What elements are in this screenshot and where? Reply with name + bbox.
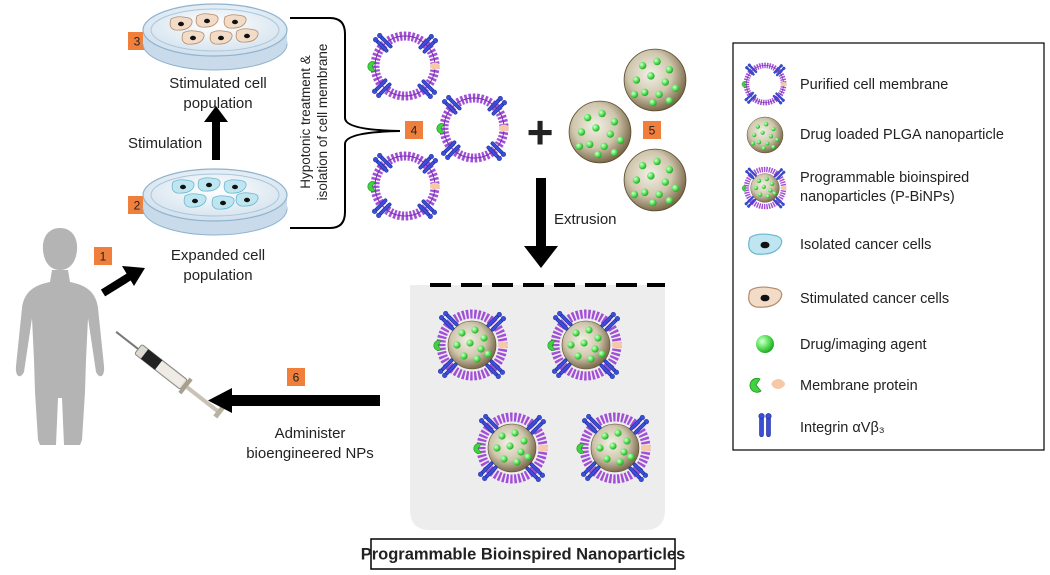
svg-text:4: 4 bbox=[411, 124, 418, 138]
legend-label-membrane: Purified cell membrane bbox=[800, 77, 948, 93]
plga-nanoparticle-icon bbox=[747, 117, 783, 153]
syringe-icon bbox=[115, 331, 225, 419]
legend-label-drug: Drug/imaging agent bbox=[800, 337, 927, 353]
stimulation-label: Stimulation bbox=[128, 135, 202, 152]
arrow-stimulation bbox=[204, 106, 228, 160]
svg-text:5: 5 bbox=[649, 124, 656, 138]
membrane-protein-icon bbox=[749, 377, 785, 393]
hypotonic-label-1: Hypotonic treatment & bbox=[298, 55, 313, 189]
arrow-extrusion bbox=[524, 178, 558, 268]
legend-label-integrin: Integrin αVβ₃ bbox=[800, 420, 885, 436]
step-5-badge: 5 bbox=[643, 121, 661, 139]
expanded-label-2: population bbox=[183, 267, 252, 284]
svg-text:Programmable Bioinspired Nanop: Programmable Bioinspired Nanoparticles bbox=[361, 546, 686, 564]
svg-text:2: 2 bbox=[134, 199, 141, 213]
legend-label-isolated: Isolated cancer cells bbox=[800, 237, 931, 253]
step-1-badge: 1 bbox=[94, 247, 112, 265]
stimulated-label-2: population bbox=[183, 95, 252, 112]
step-6-badge: 6 bbox=[287, 368, 305, 386]
svg-text:1: 1 bbox=[100, 250, 107, 264]
step-3-badge: 3 bbox=[128, 32, 146, 50]
svg-text:3: 3 bbox=[134, 35, 141, 49]
stimulated-cell-dish bbox=[142, 3, 288, 71]
expanded-cell-dish bbox=[142, 168, 288, 236]
administer-label-1: Administer bbox=[275, 425, 346, 442]
arrow-to-expanded bbox=[100, 266, 145, 297]
svg-text:6: 6 bbox=[293, 371, 300, 385]
legend-label-stimulated: Stimulated cancer cells bbox=[800, 291, 949, 307]
hypotonic-label-2: isolation of cell membrane bbox=[315, 44, 330, 201]
step-2-badge: 2 bbox=[128, 196, 146, 214]
p-binp-panel bbox=[410, 283, 665, 530]
legend: Purified cell membrane Drug loaded PLGA … bbox=[732, 42, 1045, 451]
figure-title: Programmable Bioinspired Nanoparticles bbox=[361, 538, 686, 570]
plga-nanoparticles bbox=[569, 49, 686, 211]
human-figure-icon bbox=[15, 228, 105, 445]
legend-label-plga: Drug loaded PLGA nanoparticle bbox=[800, 127, 1004, 143]
administer-label-2: bioengineered NPs bbox=[246, 445, 374, 462]
legend-label-binp-1: Programmable bioinspired bbox=[800, 170, 969, 186]
stimulated-label-1: Stimulated cell bbox=[169, 75, 267, 92]
arrow-administer bbox=[208, 388, 380, 413]
bracket bbox=[290, 17, 401, 229]
plus-sign: + bbox=[527, 106, 554, 158]
legend-label-protein: Membrane protein bbox=[800, 378, 918, 394]
step-4-badge: 4 bbox=[405, 121, 423, 139]
purified-membrane-vesicles bbox=[368, 32, 509, 219]
expanded-label-1: Expanded cell bbox=[171, 247, 265, 264]
drug-agent-icon bbox=[756, 335, 774, 353]
extrusion-label: Extrusion bbox=[554, 211, 617, 228]
legend-label-binp-2: nanoparticles (P-BiNPs) bbox=[800, 189, 955, 205]
